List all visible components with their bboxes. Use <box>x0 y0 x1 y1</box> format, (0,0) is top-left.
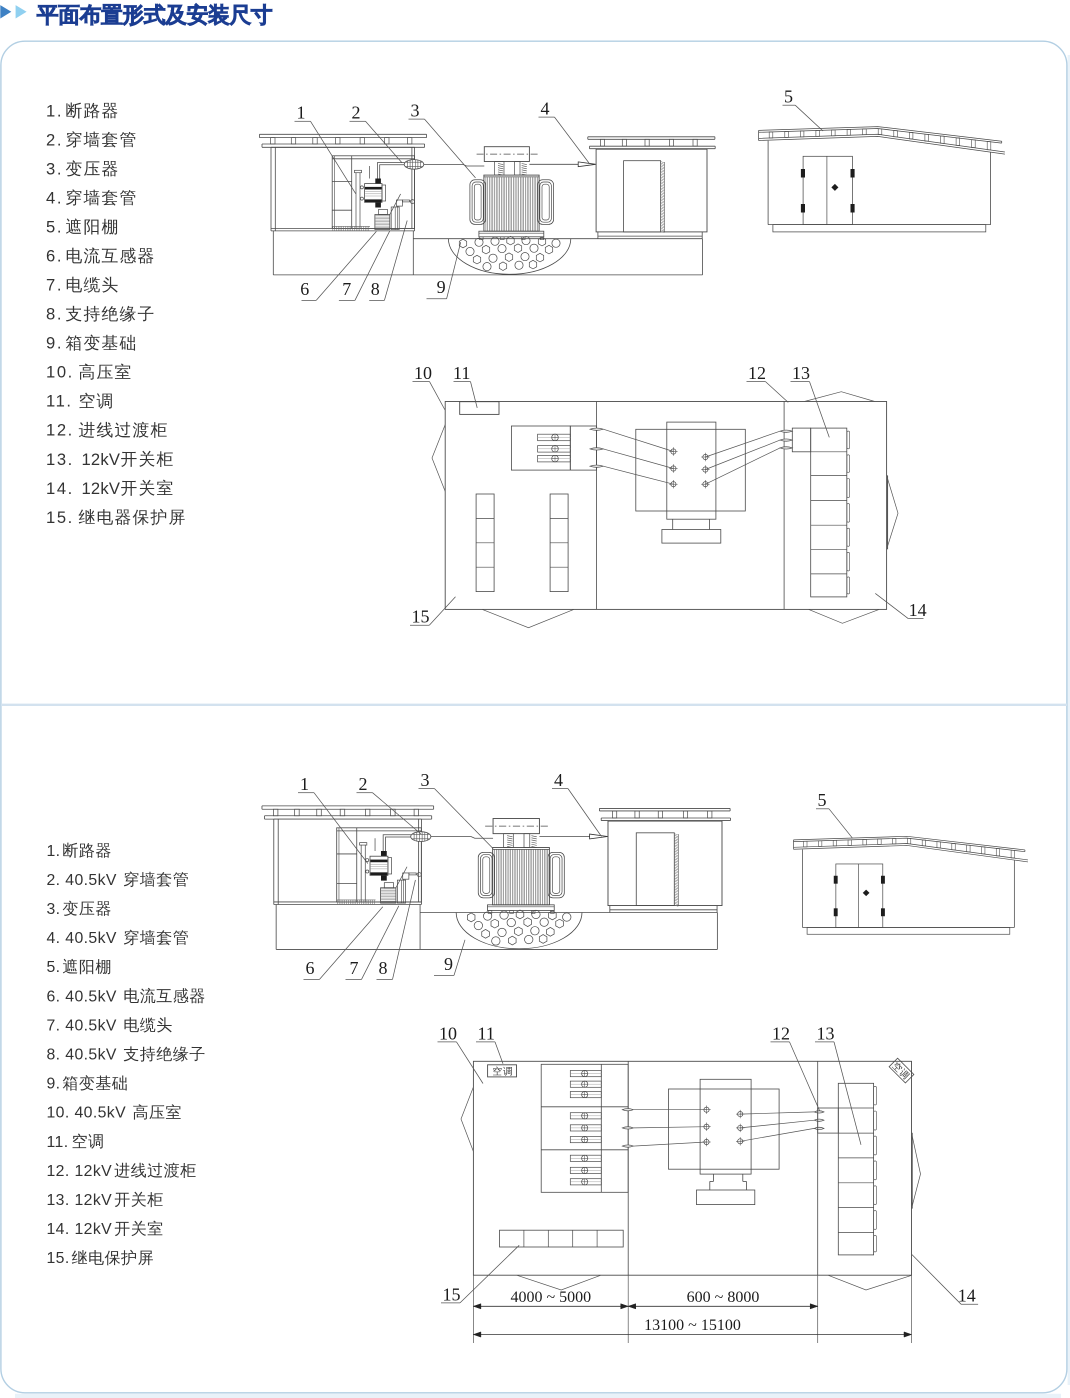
svg-text:13: 13 <box>817 1023 835 1043</box>
svg-text:14: 14 <box>958 1286 976 1306</box>
svg-text:6: 6 <box>300 279 309 299</box>
svg-text:11.: 11. <box>46 392 73 411</box>
svg-text:5.: 5. <box>46 217 63 236</box>
svg-text:10: 10 <box>439 1023 457 1043</box>
svg-text:12kV: 12kV <box>82 450 121 469</box>
svg-text:8.: 8. <box>46 305 63 324</box>
svg-text:10.: 10. <box>46 363 74 382</box>
svg-text:8. 40.5kV: 8. 40.5kV <box>47 1047 117 1064</box>
svg-text:3.: 3. <box>47 901 61 918</box>
svg-text:8: 8 <box>371 279 380 299</box>
svg-text:4: 4 <box>541 99 550 119</box>
svg-text:14.: 14. <box>46 479 74 498</box>
svg-text:15.: 15. <box>47 1250 70 1267</box>
svg-text:13. 12kV: 13. 12kV <box>47 1192 113 1209</box>
svg-text:6. 40.5kV: 6. 40.5kV <box>47 988 117 1005</box>
svg-text:12kV: 12kV <box>82 479 121 498</box>
svg-text:9.: 9. <box>46 334 63 353</box>
svg-text:4. 40.5kV: 4. 40.5kV <box>47 930 117 947</box>
svg-text:2.: 2. <box>46 130 63 149</box>
svg-text:2: 2 <box>352 103 361 123</box>
svg-text:15.: 15. <box>46 508 74 527</box>
svg-text:6.: 6. <box>46 247 63 266</box>
svg-text:12.: 12. <box>46 421 74 440</box>
svg-text:9: 9 <box>444 954 453 974</box>
svg-text:8: 8 <box>379 958 388 978</box>
svg-text:3: 3 <box>411 101 420 121</box>
svg-text:10. 40.5kV: 10. 40.5kV <box>47 1105 127 1122</box>
svg-text:1: 1 <box>300 774 309 794</box>
svg-text:7.: 7. <box>46 276 63 295</box>
svg-text:10: 10 <box>414 363 432 383</box>
svg-text:6: 6 <box>306 958 315 978</box>
svg-text:3.: 3. <box>46 159 63 178</box>
svg-text:5.: 5. <box>47 959 61 976</box>
svg-text:9: 9 <box>437 277 446 297</box>
svg-text:7: 7 <box>350 958 359 978</box>
svg-text:1.: 1. <box>46 101 63 120</box>
svg-text:11: 11 <box>453 363 470 383</box>
svg-text:4: 4 <box>554 770 563 790</box>
svg-text:13.: 13. <box>46 450 74 469</box>
svg-text:7. 40.5kV: 7. 40.5kV <box>47 1017 117 1034</box>
svg-text:600 ~ 8000: 600 ~ 8000 <box>687 1289 760 1306</box>
svg-text:12: 12 <box>772 1023 790 1043</box>
svg-text:7: 7 <box>342 279 351 299</box>
svg-text:13: 13 <box>792 363 810 383</box>
svg-text:1.: 1. <box>47 843 61 860</box>
svg-text:11.: 11. <box>47 1134 69 1151</box>
svg-text:2. 40.5kV: 2. 40.5kV <box>47 872 117 889</box>
svg-text:2: 2 <box>359 774 368 794</box>
svg-text:1: 1 <box>297 103 306 123</box>
svg-text:13100 ~ 15100: 13100 ~ 15100 <box>644 1317 741 1334</box>
svg-text:5: 5 <box>818 790 827 810</box>
svg-text:15: 15 <box>443 1284 461 1304</box>
svg-text:5: 5 <box>784 87 793 107</box>
svg-text:4000 ~ 5000: 4000 ~ 5000 <box>510 1289 591 1306</box>
svg-text:14: 14 <box>909 600 927 620</box>
svg-text:11: 11 <box>478 1023 495 1043</box>
svg-text:9.: 9. <box>47 1076 61 1093</box>
svg-text:14. 12kV: 14. 12kV <box>47 1221 113 1238</box>
svg-text:12: 12 <box>748 363 766 383</box>
svg-text:15: 15 <box>412 607 430 627</box>
svg-text:4.: 4. <box>46 188 63 207</box>
svg-text:3: 3 <box>421 770 430 790</box>
svg-text:12. 12kV: 12. 12kV <box>47 1163 113 1180</box>
